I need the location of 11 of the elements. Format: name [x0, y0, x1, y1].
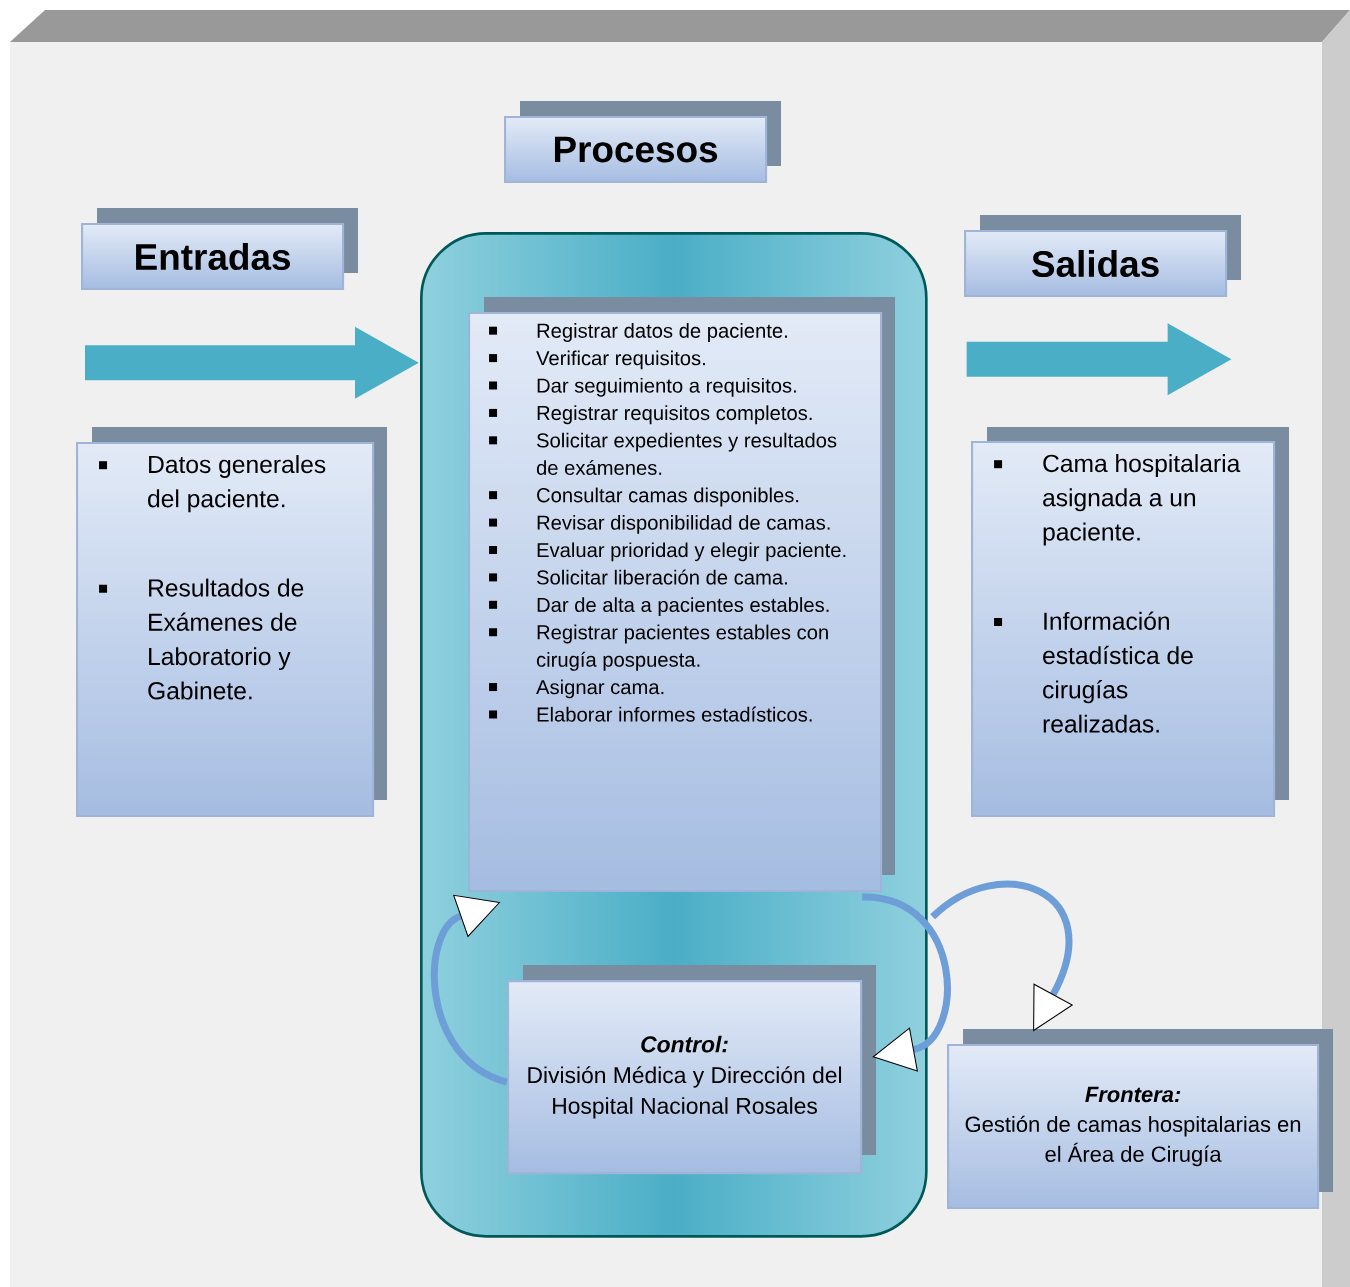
process-box: Registrar datos de paciente. Verificar requisitos. Dar seguimiento a requisitos. Registrar requisitos completos. Solicitar expedientes y resultados de exámenes. Consultar camas disponibles. Revisar disponibilidad de camas. Evaluar prioridad y elegir paciente. Solicitar liberación de cama. Dar de alta a pacientes estables. Registrar pacientes estables con cirugía pospuesta. Asignar cama. Elaborar informes estadísticos.: [468, 312, 883, 893]
control-box: Control: División Médica y Dirección del Hospital Nacional Rosales: [507, 980, 863, 1175]
output-box: Cama hospitalaria asignada a un paciente. Información estadística de cirugías realizadas.: [971, 441, 1276, 818]
curved-arrow: [861, 893, 951, 1072]
input-box: Datos generales del paciente. Resultados de Exámenes de Laboratorio y Gabinete.: [76, 442, 375, 818]
curved-arrow: [430, 894, 509, 1086]
header-box: Entradas: [81, 223, 345, 291]
boundary-box: Frontera: Gestión de camas hospitalarias en el Área de Cirugía: [947, 1044, 1320, 1210]
header-box: Procesos: [504, 116, 768, 184]
header-box: Salidas: [964, 230, 1228, 298]
curved-arrow: [930, 880, 1074, 1032]
